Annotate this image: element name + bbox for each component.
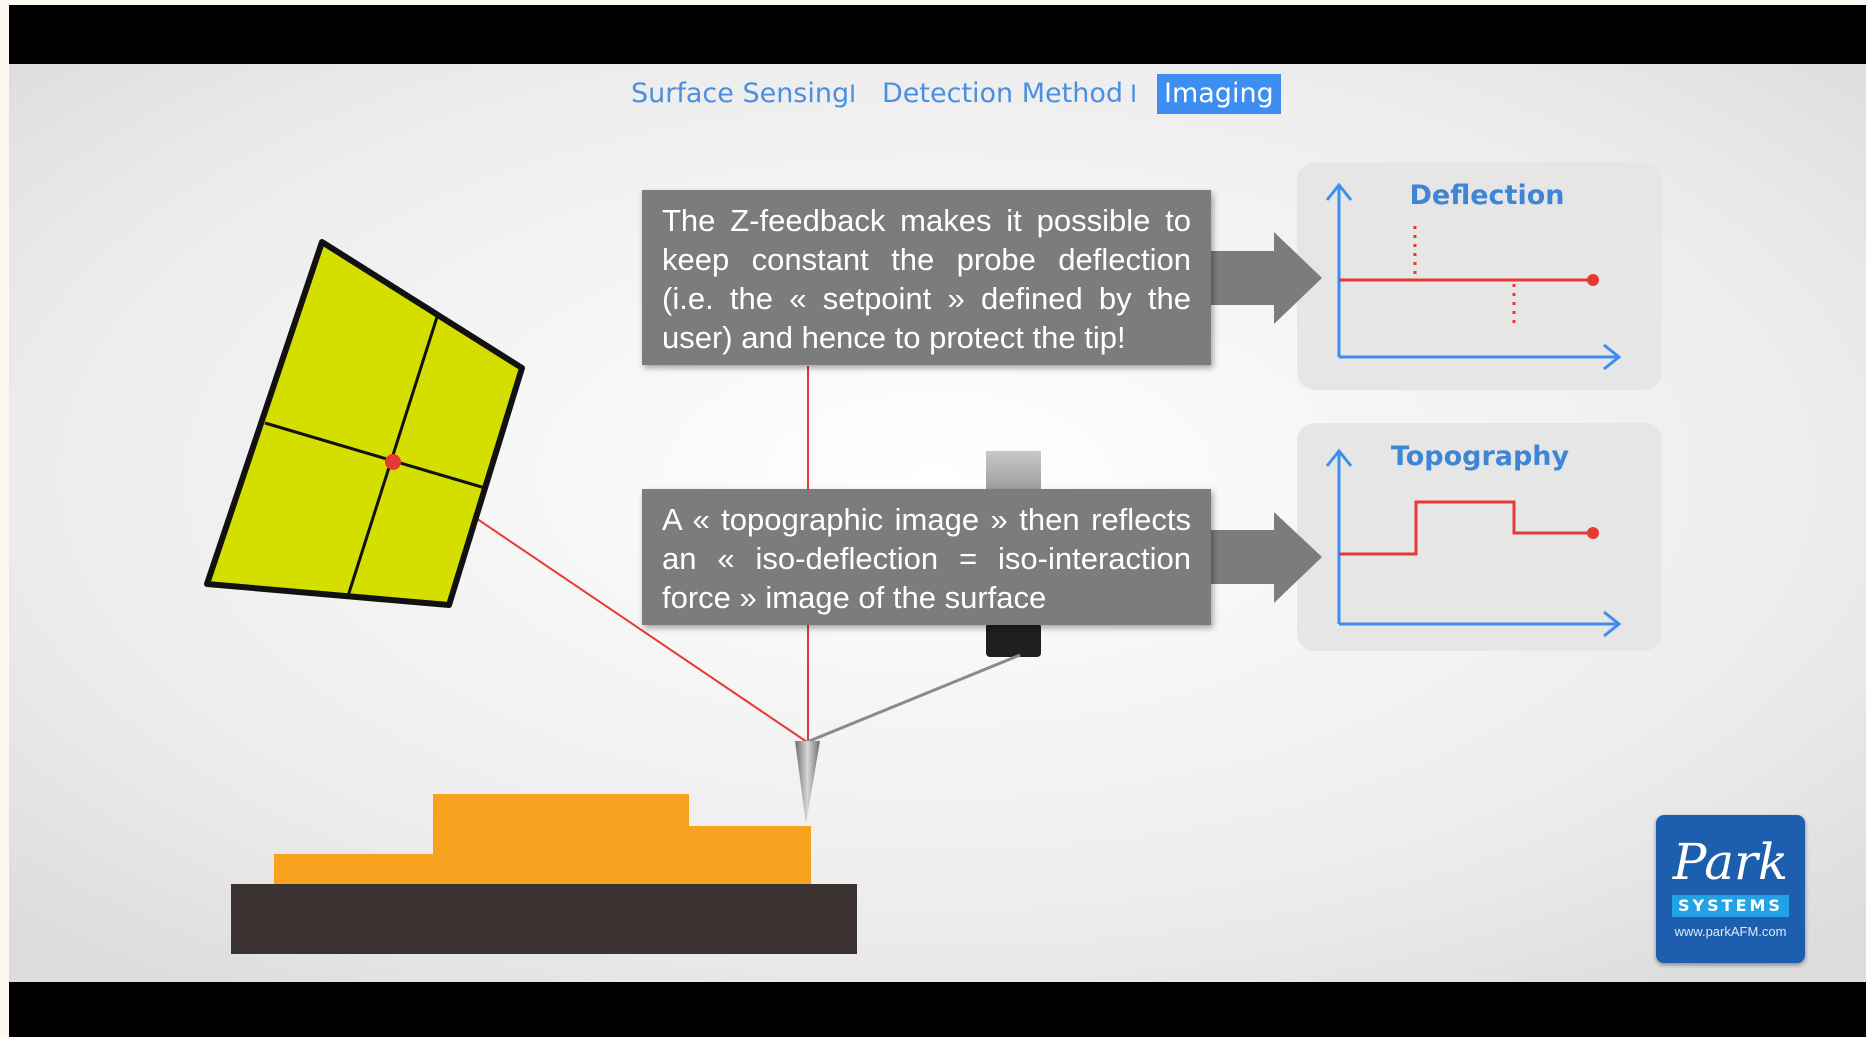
logo-url: www.parkAFM.com — [1674, 924, 1787, 939]
tab-separator: I — [849, 80, 857, 108]
deflection-panel — [1297, 162, 1662, 390]
afm-tip — [795, 741, 820, 824]
cantilever-beam — [806, 653, 1021, 744]
park-systems-logo: Park SYSTEMS www.parkAFM.com — [1656, 815, 1805, 963]
substrate — [231, 884, 857, 954]
tab-surface-sensing[interactable]: Surface Sensing — [631, 78, 850, 109]
deflection-end-point — [1587, 274, 1599, 286]
deflection-y-arrow — [1325, 182, 1353, 201]
logo-tagline: SYSTEMS — [1672, 895, 1789, 917]
feedback-callout-arrow — [1211, 232, 1322, 324]
topography-graph — [1325, 448, 1622, 638]
bottom-letterbox-bar — [9, 982, 1866, 1037]
top-letterbox-bar — [9, 5, 1866, 64]
deflection-graph — [1325, 182, 1622, 371]
logo-wordmark: Park — [1672, 833, 1789, 891]
topography-end-point — [1587, 527, 1599, 539]
photodetector-divider-horizontal — [264, 421, 486, 490]
photodetector-panel — [204, 239, 525, 608]
tab-separator: I — [1130, 80, 1138, 108]
topographic-callout: A « topographic image » then reflects an… — [642, 489, 1211, 625]
topographic-callout-arrow — [1211, 512, 1322, 603]
topography-graph-title: Topography — [1390, 441, 1570, 472]
sample-step — [274, 794, 811, 884]
cantilever-holder-bottom — [986, 623, 1041, 657]
deflection-x-arrow — [1603, 343, 1622, 371]
tab-detection-method[interactable]: Detection Method — [882, 78, 1124, 109]
topography-panel — [1297, 423, 1662, 651]
topography-y-arrow — [1325, 448, 1353, 467]
feedback-callout: The Z-feedback makes it possible to keep… — [642, 190, 1211, 365]
topography-x-arrow — [1603, 610, 1622, 638]
photodetector — [204, 239, 525, 608]
tab-imaging[interactable]: Imaging — [1157, 74, 1281, 114]
deflection-graph-title: Deflection — [1409, 180, 1565, 211]
topography-profile-line — [1339, 500, 1593, 556]
laser-spot — [385, 454, 401, 470]
